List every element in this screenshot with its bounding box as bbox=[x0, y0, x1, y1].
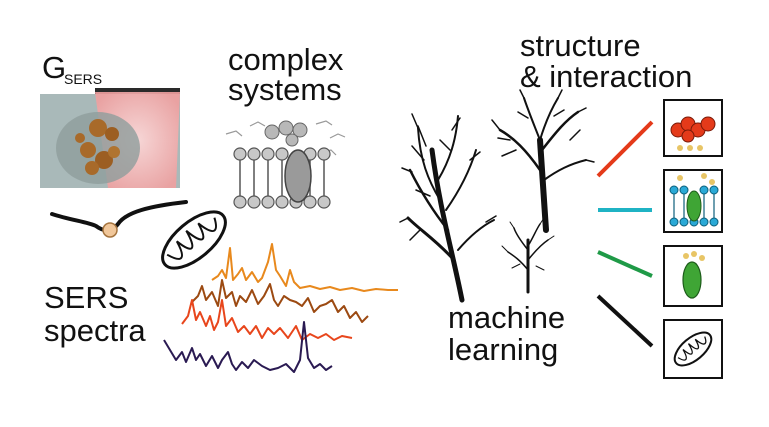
tree-icon-large bbox=[399, 113, 497, 303]
spectrum-red bbox=[181, 299, 353, 341]
tree-icon-medium bbox=[491, 89, 595, 233]
mitochondrion-icon bbox=[161, 210, 227, 270]
complex-label-line2: systems bbox=[228, 72, 342, 107]
mitochondrion-box bbox=[663, 319, 723, 379]
connector-black bbox=[596, 294, 654, 348]
molecule-box bbox=[663, 99, 723, 157]
structure-label-line1: structure bbox=[520, 28, 641, 63]
protein-box bbox=[663, 245, 723, 307]
gsers-label: G bbox=[42, 50, 66, 85]
ml-label-line2: learning bbox=[448, 332, 558, 367]
connector-green bbox=[597, 250, 653, 278]
cell-membrane-box bbox=[663, 169, 723, 233]
complex-label-line1: complex bbox=[228, 42, 344, 77]
spectrum-brown bbox=[191, 279, 369, 323]
sers-label-line1: SERS bbox=[44, 280, 128, 315]
tree-icon-small bbox=[501, 217, 555, 294]
ml-label-line1: machine bbox=[448, 300, 565, 335]
mitochondrion-icon-small bbox=[673, 331, 713, 367]
cell-membrane-icon bbox=[669, 173, 719, 227]
membrane-bilayer-icon bbox=[225, 120, 346, 209]
sers-spectra bbox=[163, 243, 398, 373]
molecule-icon bbox=[670, 116, 716, 151]
structure-label-line2: & interaction bbox=[520, 59, 692, 94]
nanoprobe-icon bbox=[50, 200, 188, 238]
spectrum-orange bbox=[211, 243, 398, 292]
connector-red bbox=[596, 120, 654, 178]
gsers-subscript: SERS bbox=[64, 71, 102, 87]
spectrum-dark bbox=[163, 321, 333, 373]
nanoparticle-cluster bbox=[75, 119, 120, 175]
protein-icon bbox=[682, 251, 705, 299]
sers-label-line2: spectra bbox=[44, 313, 146, 348]
sers-microscope-image bbox=[40, 88, 180, 188]
